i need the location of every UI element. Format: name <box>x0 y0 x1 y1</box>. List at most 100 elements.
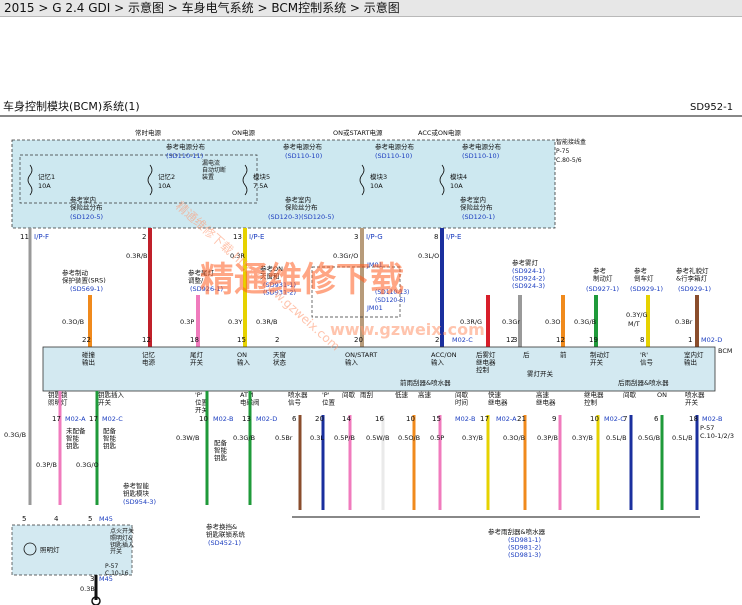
power-label-4: ACC或ON电源 <box>418 128 461 137</box>
svg-text:M02-B: M02-B <box>702 415 722 423</box>
ground-ref-3: 参考室内保险丝分布 <box>460 195 493 211</box>
svg-text:后雾灯继电器控制: 后雾灯继电器控制 <box>476 350 496 374</box>
top-pin-1: 11 <box>20 233 29 241</box>
bottom-p-conn: P-57 <box>700 424 714 432</box>
svg-text:间歇: 间歇 <box>342 390 356 399</box>
svg-text:17: 17 <box>89 415 98 423</box>
svg-text:记忆电源: 记忆电源 <box>142 350 156 366</box>
svg-text:钥匙插入开关: 钥匙插入开关 <box>98 390 125 406</box>
bcm-bottom-pins: 17 17 10 13 6 20 14 16 10 15 17 21 9 10 … <box>52 415 698 423</box>
shift-ref: 参考换挡&钥匙联锁系统 <box>206 522 246 538</box>
top-pin-5: 8 <box>434 233 438 241</box>
fuse-3: 模块5 7.5A <box>242 164 270 196</box>
power-ref-2: 参考电源分布 <box>283 142 323 151</box>
power-label-2: ON电源 <box>232 128 255 137</box>
ref-block-7-code: (SD929-1) <box>678 285 711 293</box>
bottom-group-1: 前雨刮器&喷水器 <box>400 378 451 387</box>
top-pin-5-conn: I/P-E <box>446 233 461 241</box>
svg-text:'P'位置开关: 'P'位置开关 <box>195 391 209 414</box>
svg-text:5: 5 <box>22 515 26 523</box>
mid-wire-6: 0.3Gr <box>502 318 520 326</box>
svg-text:'P'位置: 'P'位置 <box>322 391 336 406</box>
mid-wire-5: 0.3R/G <box>460 318 482 326</box>
svg-text:M02-C: M02-C <box>604 415 625 423</box>
svg-text:'R'信号: 'R'信号 <box>640 351 654 366</box>
mid-wire-9: 0.3Y/G <box>626 311 648 319</box>
top-pin-1-conn: I/P-F <box>34 233 49 241</box>
ref-block-5-code: (SD927-1) <box>586 285 619 293</box>
ground-icon <box>91 596 101 605</box>
svg-text:模块3: 模块3 <box>370 172 387 181</box>
svg-text:15: 15 <box>432 415 441 423</box>
svg-text:8: 8 <box>640 336 644 344</box>
svg-text:0.5L/B: 0.5L/B <box>606 434 627 442</box>
bcm-box <box>42 346 716 392</box>
svg-text:模块5: 模块5 <box>253 172 270 181</box>
power-label-3: ON或START电源 <box>333 128 383 137</box>
mid-wire-3: 0.3Y <box>228 318 242 326</box>
svg-text:记忆1: 记忆1 <box>38 172 55 181</box>
svg-text:M02-D: M02-D <box>256 415 277 423</box>
power-ref-4-code: (SD110-10) <box>462 152 499 160</box>
svg-text:2: 2 <box>435 336 439 344</box>
mid-wire-2: 0.3P <box>180 318 194 326</box>
svg-text:10A: 10A <box>370 182 383 190</box>
svg-text:0.5G/B: 0.5G/B <box>638 434 660 442</box>
ground-ref-1: 参考室内保险丝分布 <box>70 195 103 211</box>
ref-block-3-code: (SD931-1)(SD931-2) <box>263 281 296 296</box>
breadcrumb: 2015 > G 2.4 GDI > 示意图 > 车身电气系统 > BCM控制系… <box>0 0 742 17</box>
power-ref-4: 参考电源分布 <box>462 142 502 151</box>
svg-text:3: 3 <box>513 336 517 344</box>
power-ref-1-code: (SD110-11) <box>166 152 203 160</box>
breadcrumb-text[interactable]: 2015 > G 2.4 GDI > 示意图 > 车身电气系统 > BCM控制系… <box>4 1 400 15</box>
svg-text:20: 20 <box>354 336 363 344</box>
mid-wire-7: 0.3O <box>545 318 560 326</box>
fuse-4: 模块3 10A <box>359 164 387 196</box>
top-pin-4-conn: I/P-G <box>366 233 383 241</box>
svg-text:0.3W/B: 0.3W/B <box>176 434 199 442</box>
bcm-top-pins: 22 12 18 15 2 20 2 12 3 12 19 8 1 <box>82 336 692 344</box>
wiring-diagram: 车身控制模块(BCM)系统(1) SD952-1 智能接线盒 P-75 C.80… <box>0 99 742 605</box>
top-pin-4: 3 <box>354 233 358 241</box>
svg-text:0.3G/O: 0.3G/O <box>76 461 99 469</box>
svg-text:16: 16 <box>375 415 384 423</box>
svg-text:0.3O/B: 0.3O/B <box>503 434 525 442</box>
diagram-code: SD952-1 <box>690 102 733 113</box>
key-lamp-box <box>11 524 133 576</box>
fuse-subbox <box>19 154 258 204</box>
fuse-2: 记忆2 10A <box>147 164 175 196</box>
svg-text:尾灯开关: 尾灯开关 <box>190 350 204 366</box>
immobilizer-note-2: 配备智能钥匙 <box>103 426 117 450</box>
bcm-conn-top-1: M02-C <box>452 336 473 344</box>
svg-text:室内灯输出: 室内灯输出 <box>684 350 704 366</box>
lamp-switch-label: 点火开关照明灯&钥匙插入开关 <box>110 527 134 556</box>
fog-switch-label: 雾灯开关 <box>527 369 554 378</box>
svg-text:0.3Y/B: 0.3Y/B <box>572 434 593 442</box>
svg-text:12: 12 <box>506 336 515 344</box>
svg-text:制动灯开关: 制动灯开关 <box>590 350 610 366</box>
svg-text:7.5A: 7.5A <box>253 182 268 190</box>
svg-text:模块4: 模块4 <box>450 172 467 181</box>
lamp-icon <box>23 542 37 556</box>
svg-text:M02-A: M02-A <box>496 415 517 423</box>
svg-text:钥匙锁照明灯: 钥匙锁照明灯 <box>48 390 68 406</box>
svg-text:10: 10 <box>406 415 415 423</box>
junction-conn2: C.80-5/6 <box>556 157 582 164</box>
top-wire-1: 0.3R/B <box>126 252 148 260</box>
svg-text:9: 9 <box>552 415 556 423</box>
svg-text:19: 19 <box>589 336 598 344</box>
svg-text:ON: ON <box>657 391 667 399</box>
top-pin-3: 13 <box>233 233 242 241</box>
svg-text:10A: 10A <box>450 182 463 190</box>
junction-name: 智能接线盒 <box>556 138 586 146</box>
power-ref-2-code: (SD110-10) <box>285 152 322 160</box>
smart-key-ref-code: (SD954-3) <box>123 498 156 506</box>
svg-text:0.5L/B: 0.5L/B <box>672 434 693 442</box>
jm-label-2: JM01 <box>366 304 383 312</box>
top-wire-2: 0.3R <box>230 252 245 260</box>
jm-ref-2: (SD120-5) <box>375 297 406 304</box>
top-wire-4: 0.3L/O <box>418 252 439 260</box>
svg-text:继电器控制: 继电器控制 <box>584 390 604 406</box>
top-pin-2: 2 <box>142 233 146 241</box>
